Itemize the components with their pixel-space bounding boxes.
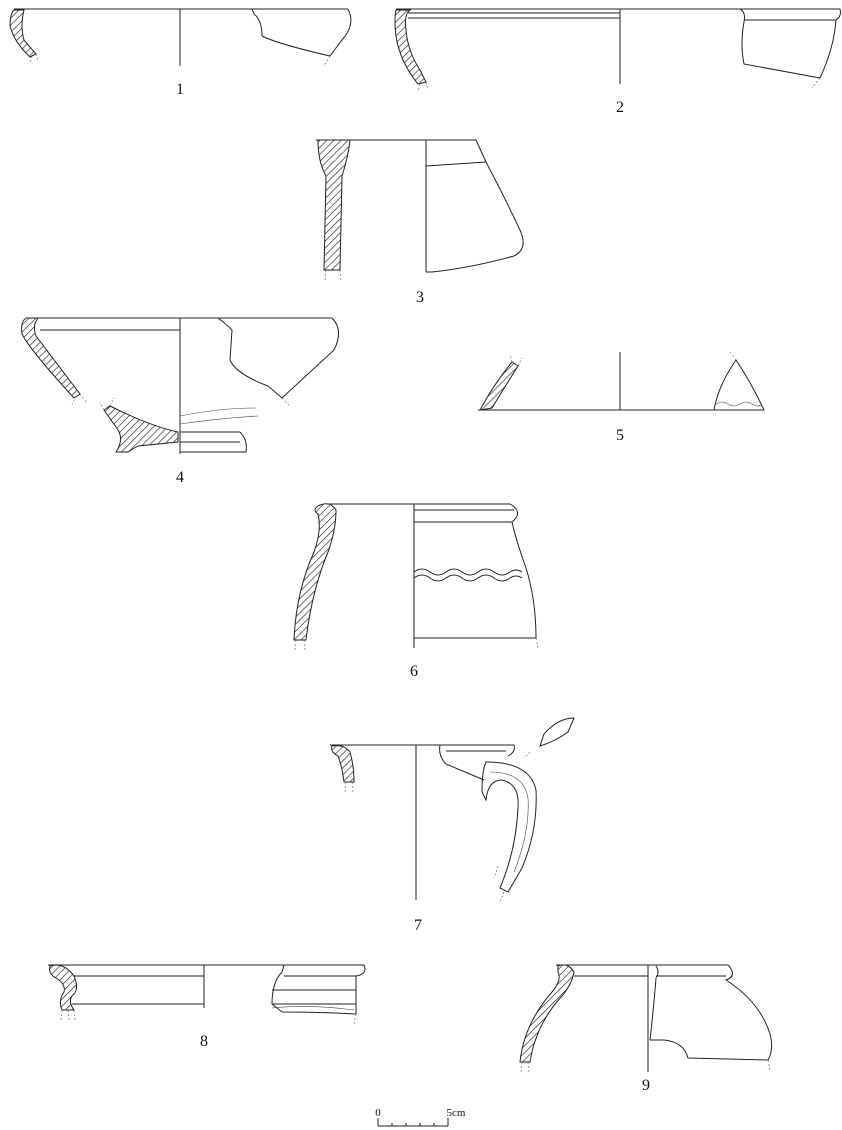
vessel-7 xyxy=(330,717,575,903)
figure-number-3: 3 xyxy=(416,289,424,306)
figure-number-5: 5 xyxy=(616,427,624,444)
vessel-4 xyxy=(21,317,339,454)
figure-number-7: 7 xyxy=(414,917,422,934)
figure-number-8: 8 xyxy=(200,1033,208,1050)
figure-number-2: 2 xyxy=(616,99,624,116)
vessel-3 xyxy=(316,139,524,281)
vessel-6 xyxy=(293,503,539,651)
vessel-2 xyxy=(394,8,841,93)
figure-number-9: 9 xyxy=(642,1077,650,1094)
vessel-8 xyxy=(48,964,366,1025)
figure-numbers: 1 2 3 4 5 6 7 8 9 xyxy=(176,81,650,1094)
scale-start-label: 0 xyxy=(375,1107,381,1119)
vessel-1 xyxy=(9,8,352,67)
figure-number-6: 6 xyxy=(410,663,418,680)
figure-number-4: 4 xyxy=(176,469,184,486)
scale-bar: 0 5cm xyxy=(375,1107,466,1127)
vessel-9 xyxy=(519,964,773,1073)
scale-end-label: 5cm xyxy=(447,1107,466,1119)
vessel-5 xyxy=(478,351,765,411)
figure-number-1: 1 xyxy=(176,81,184,98)
